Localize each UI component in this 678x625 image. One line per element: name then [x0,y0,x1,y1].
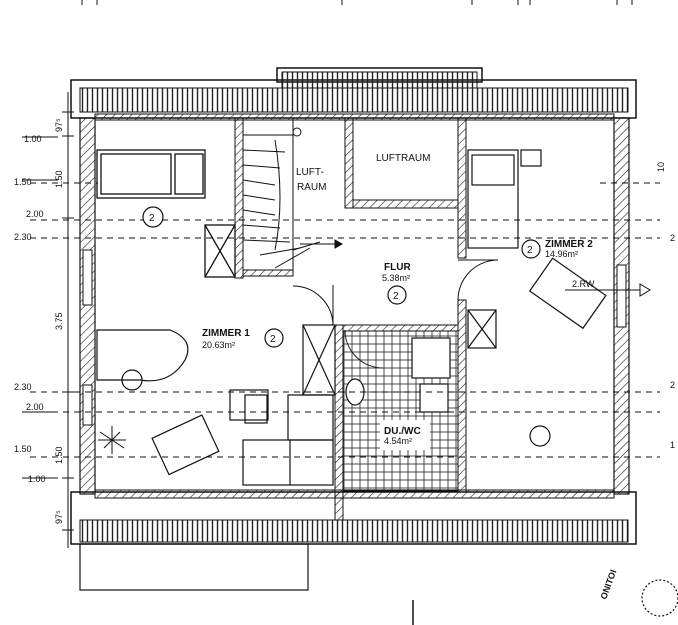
dim-outer-6: 2.00 [26,402,44,412]
zimmer2-name: ZIMMER 2 [545,239,593,250]
staircase [242,117,344,271]
roof-band-top [70,67,637,119]
roof-band-bottom [70,491,637,591]
zimmer2-level: 2 [527,245,533,256]
flur-name: FLUR [384,262,411,273]
dim-outer-2: 1.50 [14,177,32,187]
plant-icon [98,426,126,454]
dim-outer-4: 2.30 [14,232,32,242]
left-dimension-chain [22,92,74,548]
upper-left-furniture [96,149,236,278]
dim-inner-3: 3.75 [54,312,64,330]
flur-area: 5.38m² [382,273,410,283]
bathroom [342,330,459,492]
upper-left-level: 2 [149,213,155,224]
du-wc-area: 4.54m² [384,436,412,446]
dim-right-3: 2 [670,380,675,390]
dim-outer-8: 1.00 [28,474,46,484]
flur-level: 2 [393,291,399,302]
zimmer1-level: 2 [270,334,276,345]
dim-outer-3: 2.00 [26,209,44,219]
dim-inner-1: 97⁵ [54,118,64,132]
zimmer1-name: ZIMMER 1 [202,328,250,339]
luft-raum-line2: RAUM [297,182,326,193]
right-window [616,264,627,328]
left-windows [82,249,93,426]
left-outer-dimensions: 1.00 1.50 2.00 2.30 2.30 2.00 1.50 1.00 [14,134,46,484]
luftraum-label: LUFTRAUM [376,153,430,164]
right-dimensions: 10 2 2 1 [656,162,675,450]
zimmer2-furniture [467,149,607,447]
luft-raum-line1: LUFT- [296,167,324,178]
du-wc-name: DU./WC [384,426,421,437]
dim-right-2: 2 [670,233,675,243]
dim-outer-7: 1.50 [14,444,32,454]
zimmer2-area: 14.96m² [545,249,578,259]
left-inner-dimensions: 97⁵ 1.50 3.75 1.50 97⁵ [54,118,64,524]
zimmer1-furniture [96,324,336,486]
dashed-guides [30,182,660,458]
dim-inner-2: 1.50 [54,170,64,188]
dim-inner-5: 97⁵ [54,510,64,524]
rw-label: 2.RW [572,279,595,289]
rw-arrow [565,283,651,297]
top-tick-marks [81,0,633,5]
stamp-text: ONITOI [598,568,618,600]
dim-outer-1: 1.00 [24,134,42,144]
dim-right-4: 1 [670,440,675,450]
dim-outer-5: 2.30 [14,382,32,392]
dim-inner-4: 1.50 [54,446,64,464]
zimmer1-area: 20.63m² [202,340,235,350]
level-markers [142,206,541,348]
stamp: ONITOI [598,568,678,617]
dim-right-1: 10 [656,162,666,172]
